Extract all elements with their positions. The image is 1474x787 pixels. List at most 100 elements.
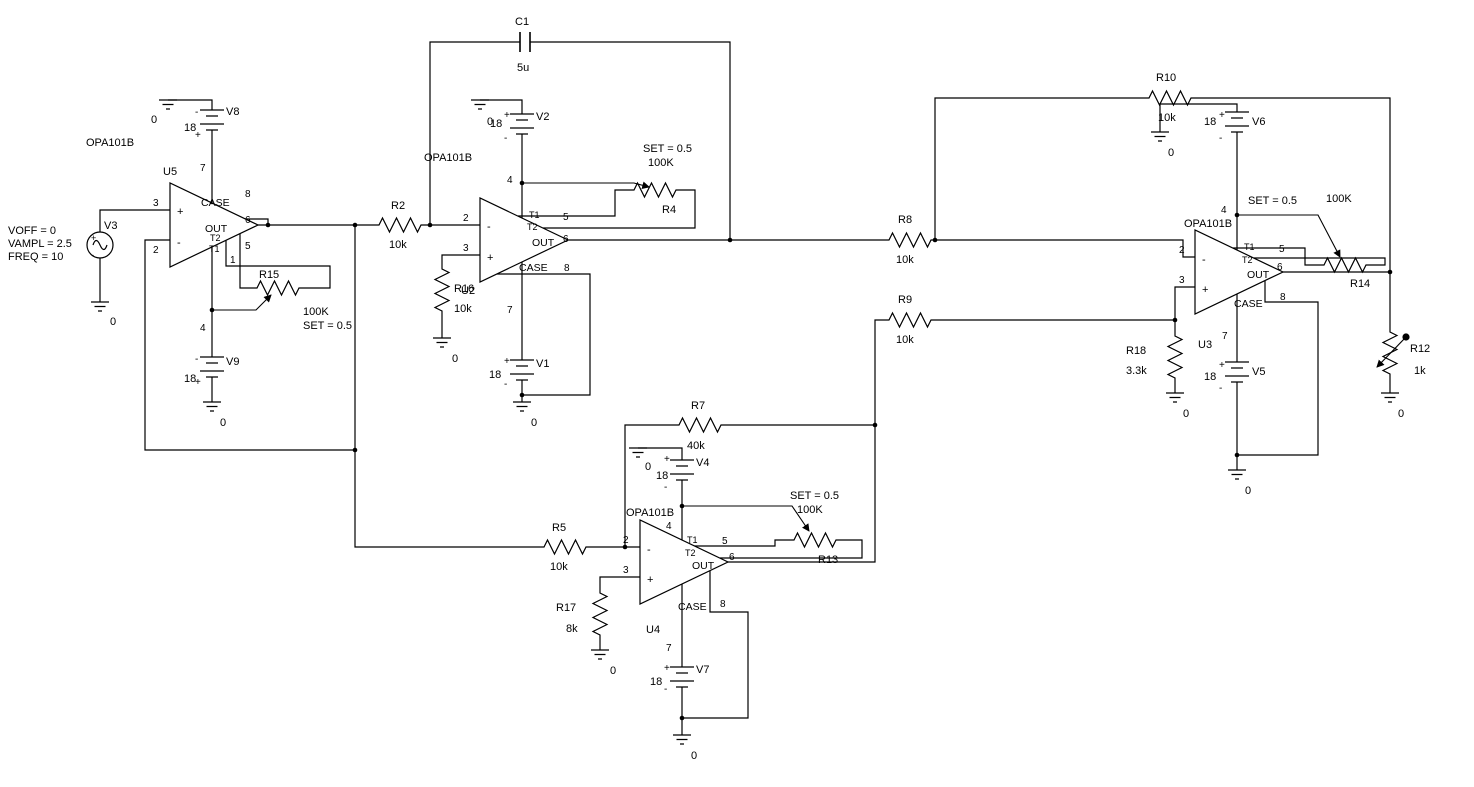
source-v3-ref: V3 [104, 220, 117, 232]
wire [543, 189, 696, 229]
battery-v9-ref: V9 [226, 356, 239, 368]
res-r16-val: 10k [454, 303, 472, 315]
resistor-r16-symbol [434, 264, 450, 316]
resistor-r10-symbol [1144, 90, 1196, 106]
res-r7-val: 40k [687, 440, 705, 452]
wire [599, 576, 640, 589]
ground-symbol [202, 401, 222, 412]
opamp-u2-pin8: 8 [564, 263, 570, 274]
res-r9-ref: R9 [898, 294, 912, 306]
res-r7-ref: R7 [691, 400, 705, 412]
res-r2-ref: R2 [391, 200, 405, 212]
ground-symbol [590, 649, 610, 660]
wire [935, 286, 1195, 321]
ground-v4-net: 0 [645, 461, 651, 473]
source-v3-minus: - [91, 250, 94, 260]
opamp-u2-out: OUT [532, 237, 555, 249]
opamp-u5-part: OPA101B [86, 137, 134, 149]
opamp-u4-pin6: 6 [729, 552, 735, 563]
wire [935, 239, 1195, 258]
ground-symbol [1227, 469, 1247, 480]
opamp-u2-ref: U2 [461, 285, 475, 297]
junctions-layer [209, 180, 1393, 721]
battery-v5-plus: + [1219, 360, 1225, 371]
opamp-u2-pin2: 2 [463, 213, 469, 224]
battery-v4-ref: V4 [696, 457, 709, 469]
opamp-u5-pin7: 7 [200, 163, 206, 174]
ground-v1-net: 0 [531, 417, 537, 429]
battery-v9-minus: - [195, 354, 198, 365]
wire [518, 189, 630, 217]
opamp-u2-part: OPA101B [424, 152, 472, 164]
source-v3-voff: VOFF = 0 [8, 225, 56, 237]
battery-v8-plus: + [195, 130, 201, 141]
res-r8-val: 10k [896, 254, 914, 266]
junction-dot [679, 503, 685, 509]
ground-v7-net: 0 [691, 750, 697, 762]
pot-r13-set: SET = 0.5 [790, 490, 839, 502]
pot-r4-ref: R4 [662, 204, 676, 216]
battery-v2-ref: V2 [536, 111, 549, 123]
opamp-u5-pin1: 1 [230, 255, 236, 266]
res-r10-ref: R10 [1156, 72, 1176, 84]
battery-v9-symbol [199, 356, 225, 378]
battery-v4-val: 18 [656, 470, 668, 482]
opamp-u3-t2: T2 [1242, 255, 1253, 265]
opamp-u4-pin4: 4 [666, 521, 672, 532]
battery-v6-val: 18 [1204, 116, 1216, 128]
pot-r13-val: 100K [797, 504, 823, 516]
opamp-u2-pin4: 4 [507, 175, 513, 186]
ground-v2-net: 0 [487, 116, 493, 128]
wire [934, 97, 1145, 240]
res-r17-val: 8k [566, 623, 578, 635]
ground-symbol [432, 337, 452, 348]
opamp-u4-pin8: 8 [720, 599, 726, 610]
opamp-u3-pin7: 7 [1222, 331, 1228, 342]
battery-v5-val: 18 [1204, 371, 1216, 383]
pot-r15-val: 100K [303, 306, 329, 318]
opamp-u5-pin3: 3 [153, 198, 159, 209]
resistor-r5-symbol [539, 539, 591, 555]
res-r5-ref: R5 [552, 522, 566, 534]
ground-symbol [1380, 392, 1400, 403]
opamp-u4-pin3: 3 [623, 565, 629, 576]
opamp-u2-case: CASE [519, 262, 548, 274]
wire [480, 99, 523, 114]
junction-dot [1387, 269, 1393, 275]
junction-dot [932, 237, 938, 243]
opamp-u2-body [479, 197, 570, 283]
opamp-u3-pin3: 3 [1179, 275, 1185, 286]
resistor-r12-symbol [1382, 327, 1398, 379]
battery-v6-plus: + [1219, 110, 1225, 121]
wire [225, 240, 331, 289]
opamp-u5-t1: T1 [209, 244, 220, 254]
battery-v8-symbol [199, 109, 225, 131]
ground-r17-net: 0 [610, 665, 616, 677]
res-r12-ref: R12 [1410, 343, 1430, 355]
battery-v1-val: 18 [489, 369, 501, 381]
pot-r14-val: 100K [1326, 193, 1352, 205]
opamp-u5-pin5: 5 [245, 241, 251, 252]
wire [1233, 247, 1320, 266]
wire [239, 234, 253, 289]
battery-v6-minus: - [1219, 133, 1222, 144]
opamp-u5-pin4: 4 [200, 323, 206, 334]
pot-r15-wiper-arrow [212, 294, 272, 311]
junction-dot [352, 447, 358, 453]
battery-v8-val: 18 [184, 122, 196, 134]
junction-dot [622, 544, 628, 550]
opamp-u2-pin3: 3 [463, 243, 469, 254]
ground-v3-net: 0 [110, 316, 116, 328]
opamp-u5-ref: U5 [163, 166, 177, 178]
opamp-u4-minus: - [647, 544, 651, 556]
wire [354, 225, 540, 548]
battery-v1-minus: - [504, 379, 507, 390]
junction-dot [352, 222, 358, 228]
symbols-layer [86, 32, 1400, 745]
battery-v5-minus: - [1219, 383, 1222, 394]
battery-v9-val: 18 [184, 373, 196, 385]
opamp-u3-pin5: 5 [1279, 244, 1285, 255]
opamp-u4-t2: T2 [685, 548, 696, 558]
